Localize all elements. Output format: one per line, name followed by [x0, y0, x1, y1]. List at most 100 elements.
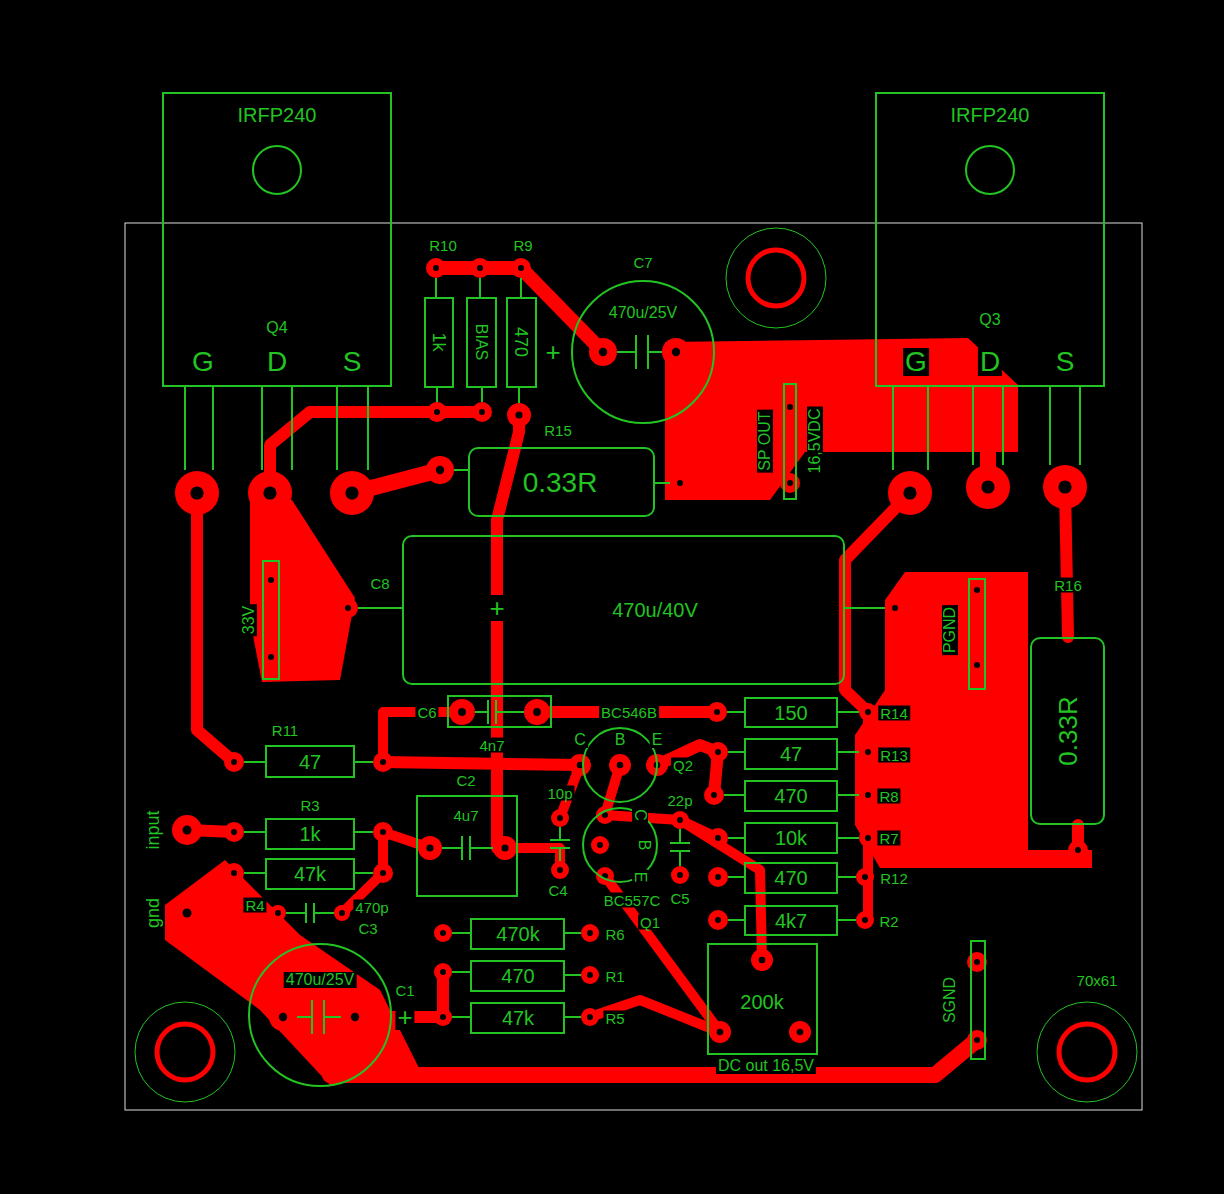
transistor-outline: BC546BQ2CBE — [582, 727, 658, 803]
copper-trace — [497, 415, 519, 848]
component-value: IRFP240 — [236, 105, 319, 125]
resistor-body: 470R1 — [470, 960, 565, 992]
component-value: 4k7 — [773, 911, 809, 931]
solder-pad — [224, 752, 244, 772]
copper-pour — [165, 860, 420, 1085]
transistor-outline: BC557CQ1CBE — [582, 807, 658, 883]
capacitor-body: 4u7C2 — [416, 795, 518, 897]
drill-hole — [974, 587, 980, 593]
solder-pad — [334, 905, 350, 921]
component-designator: 33V — [241, 604, 257, 636]
component-lead — [435, 278, 437, 297]
solder-pad — [172, 898, 202, 928]
component-lead — [972, 387, 974, 465]
solder-pad — [709, 1021, 731, 1043]
component-lead — [565, 1016, 581, 1018]
solder-pad — [671, 866, 689, 884]
solder-pad — [967, 580, 987, 600]
component-designator: R14 — [878, 706, 910, 721]
drill-hole — [268, 577, 274, 583]
component-lead — [679, 829, 681, 843]
component-designator: BC557C — [602, 893, 663, 908]
component-lead — [565, 932, 581, 934]
drill-hole — [787, 404, 793, 410]
drill-hole — [974, 959, 980, 965]
drill-hole — [183, 909, 192, 918]
solder-pad — [172, 815, 202, 845]
component-designator: SGND — [942, 975, 958, 1025]
solder-pad — [589, 338, 617, 366]
component-lead — [728, 751, 744, 753]
solder-pad — [581, 1008, 599, 1026]
component-lead — [358, 607, 402, 609]
component-lead — [617, 351, 636, 353]
component-lead — [454, 469, 468, 471]
solder-pad — [751, 949, 773, 971]
solder-pad — [338, 598, 358, 618]
solder-pad — [789, 1021, 811, 1043]
resistor-body: 470R8 — [744, 780, 838, 812]
component-designator: R3 — [298, 798, 321, 813]
component-lead — [442, 847, 462, 849]
component-lead — [336, 387, 338, 470]
drill-hole — [1075, 847, 1081, 853]
component-designator: B — [613, 732, 628, 748]
solder-pad — [248, 471, 292, 515]
solder-pad — [434, 963, 452, 981]
drill-hole — [974, 1037, 980, 1043]
solder-pad — [524, 699, 550, 725]
component-lead — [244, 761, 265, 763]
component-value: 0.33R — [1055, 694, 1081, 767]
resistor-body: 470R12 — [744, 862, 838, 894]
solder-pad — [224, 863, 244, 883]
silkscreen-label: C5 — [668, 891, 691, 906]
solder-pad — [581, 966, 599, 984]
drill-hole — [339, 910, 345, 916]
drill-hole — [231, 870, 237, 876]
solder-pad — [330, 471, 374, 515]
solder-pad — [261, 570, 281, 590]
component-designator: C8 — [368, 576, 391, 591]
solder-pad — [967, 655, 987, 675]
component-designator: R16 — [1052, 578, 1084, 593]
resistor-body: 47kR4 — [265, 858, 355, 890]
solder-pad — [708, 867, 728, 887]
component-lead — [838, 919, 856, 921]
drill-hole — [759, 957, 766, 964]
resistor-body: 470kR6 — [470, 918, 565, 950]
solder-pad — [966, 465, 1010, 509]
copper-trace — [845, 493, 910, 712]
solder-pad — [1043, 465, 1087, 509]
silkscreen-label: 470p — [353, 900, 390, 915]
drill-hole — [677, 872, 683, 878]
drill-hole — [599, 348, 607, 356]
trimmer-resistor-body: BIAS — [466, 297, 497, 388]
drill-hole — [268, 654, 274, 660]
silkscreen-label: input — [144, 808, 162, 851]
resistor-body: 470R9 — [506, 297, 537, 388]
mounting-ring — [157, 1024, 213, 1080]
component-lead — [838, 711, 859, 713]
drill-hole — [477, 265, 483, 271]
component-designator: R5 — [603, 1011, 626, 1026]
component-value: 470k — [494, 924, 541, 944]
solder-pad — [551, 809, 569, 827]
component-lead — [355, 761, 373, 763]
resistor-body: 1kR10 — [424, 297, 454, 388]
electrolytic-capacitor: 470u/25VC7 — [571, 280, 715, 424]
component-lead — [670, 850, 690, 852]
component-lead — [838, 837, 859, 839]
resistor-body: 4k7R2 — [744, 905, 838, 936]
component-lead — [1079, 387, 1081, 465]
solder-pad — [708, 828, 728, 848]
component-lead — [496, 711, 524, 713]
component-designator: R9 — [511, 238, 534, 253]
solder-pad — [434, 924, 452, 942]
solder-pad — [591, 836, 609, 854]
drill-hole — [711, 792, 717, 798]
component-value: 470 — [512, 325, 530, 359]
component-value: G — [903, 348, 929, 376]
drill-hole — [865, 792, 871, 798]
drill-hole — [479, 409, 485, 415]
drill-hole — [1058, 480, 1071, 493]
